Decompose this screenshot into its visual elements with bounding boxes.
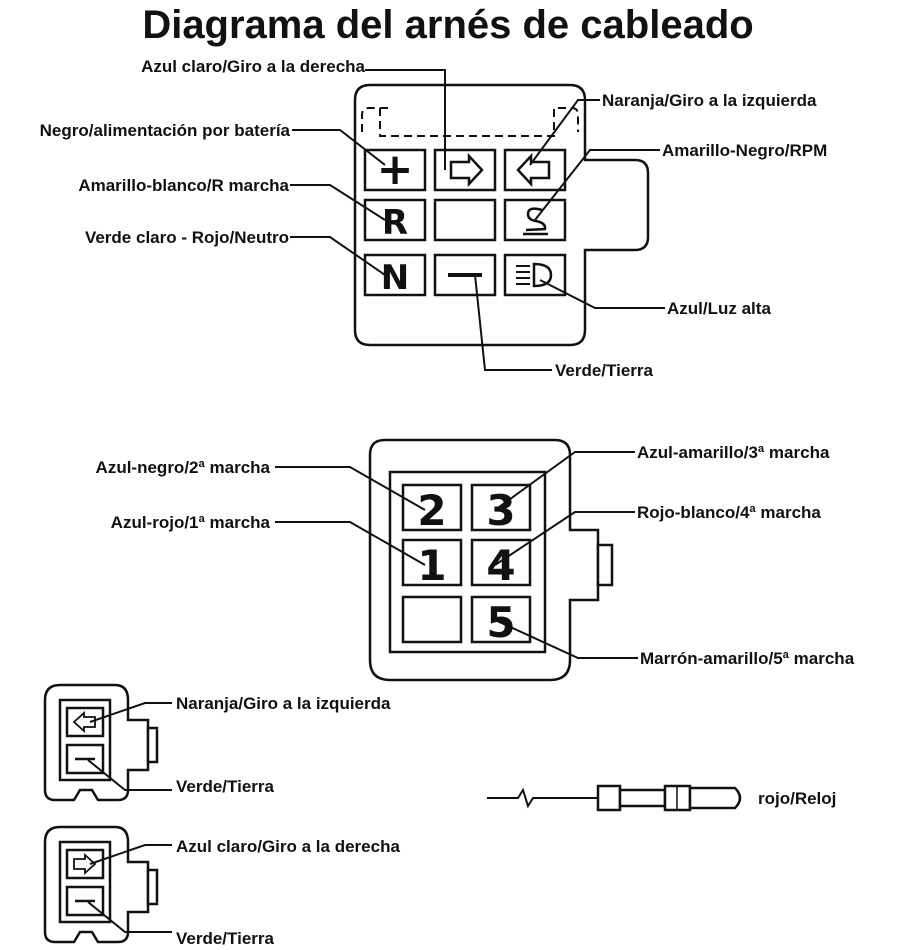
- main-connector-latch: [361, 107, 579, 137]
- clock-wire-line: [487, 787, 598, 809]
- leader-left-connector-turn: [89, 702, 172, 723]
- label-left-connector-ground: Verde/Tierra: [176, 777, 275, 796]
- high-beam-icon: [516, 262, 553, 288]
- right-arrow-icon-small: [73, 852, 97, 876]
- label-gear-3: Azul-amarillo/3ª marcha: [637, 443, 830, 462]
- leader-rpm: [534, 149, 660, 221]
- right-turn-connector: Azul claro/Giro a la derecha Verde/Tierr…: [43, 825, 400, 948]
- leader-battery: [292, 129, 386, 166]
- label-reverse: Amarillo-blanco/R marcha: [78, 176, 289, 195]
- left-arrow-icon-small: [72, 710, 96, 734]
- left-connector-tab: [146, 726, 159, 764]
- label-right-turn: Azul claro/Giro a la derecha: [141, 57, 365, 76]
- leader-reverse: [290, 184, 386, 221]
- pin-gear-3: [470, 483, 532, 532]
- label-rpm: Amarillo-Negro/RPM: [662, 141, 827, 160]
- n-symbol: N: [381, 258, 409, 298]
- label-ground: Verde/Tierra: [555, 361, 654, 380]
- clock-wire-tip: [688, 786, 742, 810]
- r-symbol: R: [382, 203, 408, 243]
- leader-gear-2: [275, 466, 426, 511]
- label-neutral: Verde claro - Rojo/Neutro: [85, 228, 289, 247]
- tachometer-icon: [523, 207, 548, 236]
- pin-neutral: [363, 253, 427, 297]
- label-left-connector-turn: Naranja/Giro a la izquierda: [176, 694, 391, 713]
- pin-gear-5: [470, 595, 532, 644]
- gear-4-number: 4: [486, 541, 515, 590]
- leader-right-turn: [365, 69, 446, 170]
- main-connector-housing: [353, 83, 650, 347]
- clock-wire-terminal-1: [596, 784, 622, 812]
- left-turn-connector: Naranja/Giro a la izquierda Verde/Tierra: [43, 683, 391, 802]
- main-connector: + R N Azul claro/Gi: [40, 57, 828, 380]
- pin-gear-2: [401, 483, 463, 532]
- clock-wire: rojo/Reloj: [487, 784, 836, 812]
- leader-right-connector-turn: [89, 844, 172, 865]
- label-gear-1: Azul-rojo/1ª marcha: [111, 513, 271, 532]
- gear-3-number: 3: [486, 486, 515, 535]
- leader-ground: [474, 274, 552, 371]
- leader-left-connector-ground: [87, 759, 172, 791]
- leader-gear-3: [494, 451, 635, 511]
- leader-gear-4: [494, 511, 635, 566]
- clock-wire-sleeve: [618, 788, 667, 808]
- right-arrow-icon: [449, 152, 484, 188]
- pin-reverse: [363, 198, 427, 242]
- leader-gear-5: [494, 619, 638, 659]
- plus-symbol: +: [377, 144, 414, 195]
- label-right-connector-turn: Azul claro/Giro a la derecha: [176, 837, 400, 856]
- pin-gear-1: [401, 538, 463, 587]
- leader-neutral: [290, 236, 386, 276]
- label-gear-2: Azul-negro/2ª marcha: [96, 458, 271, 477]
- pin-empty: [433, 198, 497, 242]
- gear-connector-tab: [596, 543, 614, 587]
- page-title: Diagrama del arnés de cableado: [142, 3, 753, 47]
- label-right-connector-ground: Verde/Tierra: [176, 929, 275, 948]
- leader-left-turn: [529, 99, 600, 166]
- gear-2-number: 2: [417, 486, 446, 535]
- right-connector-tab: [146, 868, 159, 906]
- pin-gear-empty: [401, 595, 463, 644]
- leader-high-beam: [539, 279, 665, 309]
- leader-gear-1: [275, 521, 426, 566]
- gear-1-number: 1: [417, 541, 446, 590]
- label-gear-4: Rojo-blanco/4ª marcha: [637, 503, 821, 522]
- label-battery: Negro/alimentación por batería: [40, 121, 291, 140]
- label-high-beam: Azul/Luz alta: [667, 299, 771, 318]
- label-left-turn: Naranja/Giro a la izquierda: [602, 91, 817, 110]
- gear-connector: 2 3 1 4 5 Azul-negro/2ª marcha Azul-amar…: [96, 438, 855, 682]
- label-gear-5: Marrón-amarillo/5ª marcha: [640, 649, 855, 668]
- label-clock-wire: rojo/Reloj: [758, 789, 836, 808]
- left-arrow-icon: [516, 152, 551, 188]
- leader-right-connector-ground: [87, 901, 172, 933]
